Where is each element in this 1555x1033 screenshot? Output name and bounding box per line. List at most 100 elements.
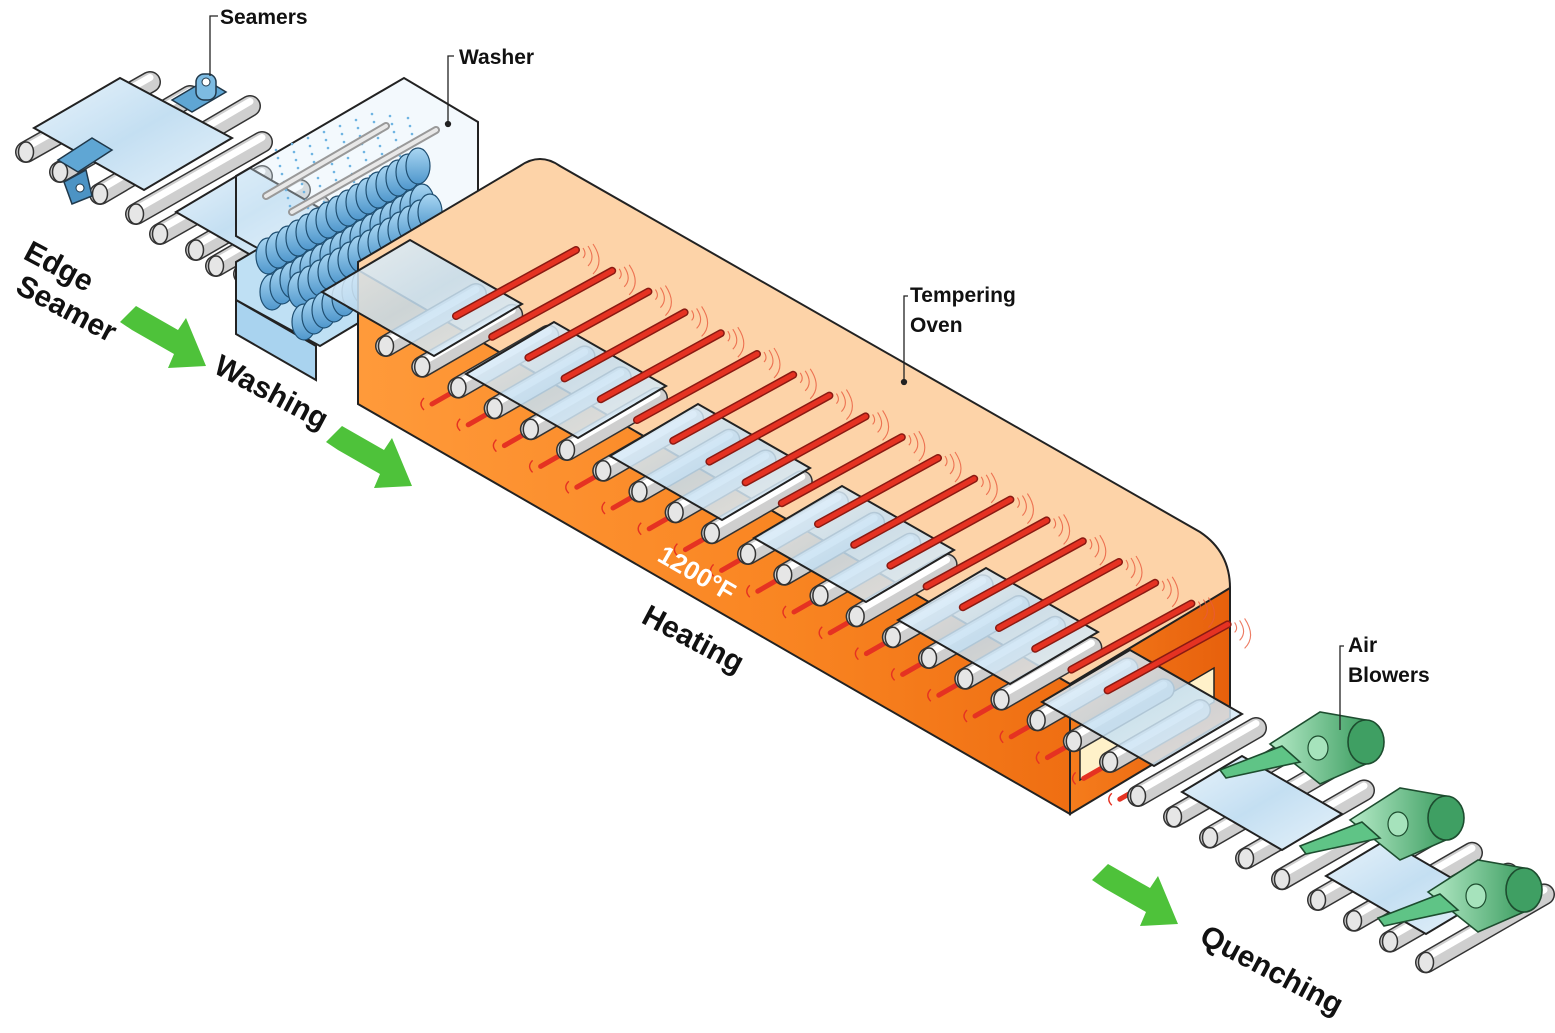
heat-wave — [587, 245, 593, 267]
heat-wave — [1071, 771, 1077, 785]
heat-wave — [746, 584, 751, 598]
air-blower — [1376, 859, 1543, 933]
heater-rod — [1032, 580, 1158, 652]
heat-wave — [854, 647, 859, 661]
heat-wave — [999, 730, 1004, 744]
blower-nozzle — [1298, 821, 1382, 855]
heat-wave — [1234, 622, 1238, 633]
heat-wave — [990, 472, 998, 504]
heat-wave — [1135, 555, 1143, 587]
heater-rod — [598, 330, 724, 402]
brush-disc — [405, 147, 431, 185]
blower-fan — [1465, 883, 1487, 909]
heat-wave — [908, 434, 912, 446]
heat-wave — [709, 563, 715, 577]
heat-wave — [1202, 599, 1208, 620]
blower-fan — [1387, 811, 1409, 837]
stage-quenching: Quenching — [1195, 919, 1349, 1022]
roller — [1127, 717, 1267, 807]
heat-wave — [882, 410, 890, 441]
heat-wave — [809, 368, 817, 400]
air-blowers — [1218, 711, 1543, 933]
heat-wave — [918, 430, 926, 462]
roller — [125, 131, 273, 225]
callout-blowers-line2: Blowers — [1348, 664, 1430, 687]
blower-end — [1505, 867, 1543, 913]
heat-wave — [1130, 557, 1136, 579]
heat-wave — [782, 605, 787, 619]
seamer-unit-front — [56, 137, 114, 205]
flow-arrow-2 — [326, 426, 412, 488]
heat-wave — [872, 414, 876, 425]
heat-wave — [727, 330, 731, 342]
heater-rod — [815, 455, 941, 527]
heat-wave — [673, 543, 678, 557]
heat-wave — [877, 412, 883, 433]
air-blower — [1298, 787, 1465, 861]
heat-wave — [732, 328, 738, 350]
heat-wave — [1207, 597, 1215, 628]
heater-rod — [779, 434, 905, 506]
heat-wave — [592, 243, 600, 275]
heat-wave — [954, 451, 962, 483]
heater-rod — [743, 413, 869, 485]
leader-lines — [209, 15, 1344, 730]
heater-rod — [706, 393, 832, 465]
heater-rod — [1105, 621, 1231, 693]
flow-arrow-3 — [1092, 864, 1178, 926]
heat-wave — [1026, 493, 1034, 524]
heat-wave — [963, 709, 968, 723]
glass-sheet — [1180, 754, 1344, 852]
oven-heaters-top — [452, 243, 1252, 695]
blower-end — [1347, 719, 1385, 765]
roller — [990, 636, 1103, 711]
heat-wave — [913, 432, 919, 454]
heater-rod — [1068, 601, 1194, 673]
heater-rod — [453, 247, 579, 319]
heat-wave — [980, 476, 984, 488]
blower-end — [1427, 795, 1465, 841]
heat-wave — [659, 287, 665, 308]
heat-wave — [818, 626, 823, 640]
washer-spray-bars — [262, 122, 440, 216]
heat-wave — [691, 310, 695, 321]
heat-wave — [1058, 516, 1064, 537]
heat-wave — [773, 347, 781, 379]
heat-wave — [1239, 620, 1245, 641]
roller — [700, 470, 813, 545]
glass-sheet — [320, 238, 524, 358]
heat-wave — [1021, 495, 1027, 516]
heat-wave — [1171, 576, 1179, 608]
heat-wave — [565, 480, 570, 494]
callout-oven-line1: Tempering — [910, 284, 1016, 307]
heater-rod — [489, 268, 615, 340]
heat-wave — [701, 306, 709, 337]
heater-rod — [670, 372, 796, 444]
heater-rod — [887, 497, 1013, 569]
heat-wave — [944, 455, 948, 467]
heat-wave — [949, 453, 955, 475]
flow-arrow-1 — [120, 306, 206, 368]
heat-wave — [1094, 536, 1100, 558]
heat-wave — [1108, 792, 1113, 806]
heat-wave — [618, 268, 622, 280]
heat-wave — [420, 397, 425, 411]
flow-arrows — [120, 306, 1178, 926]
heat-wave — [456, 418, 461, 432]
heat-wave — [1166, 578, 1172, 600]
heat-wave — [654, 289, 658, 300]
callout-oven-line2: Oven — [910, 314, 963, 337]
heater-rod — [851, 476, 977, 548]
blower-fan — [1307, 735, 1329, 761]
heat-wave — [623, 266, 629, 288]
heat-wave — [1197, 601, 1201, 612]
heat-wave — [835, 393, 839, 404]
heat-wave — [985, 474, 991, 496]
heat-wave — [1125, 559, 1129, 571]
seamer-glass-sheet — [31, 76, 235, 192]
heat-wave — [664, 285, 672, 316]
heat-wave — [601, 501, 606, 515]
heat-wave — [799, 372, 803, 384]
